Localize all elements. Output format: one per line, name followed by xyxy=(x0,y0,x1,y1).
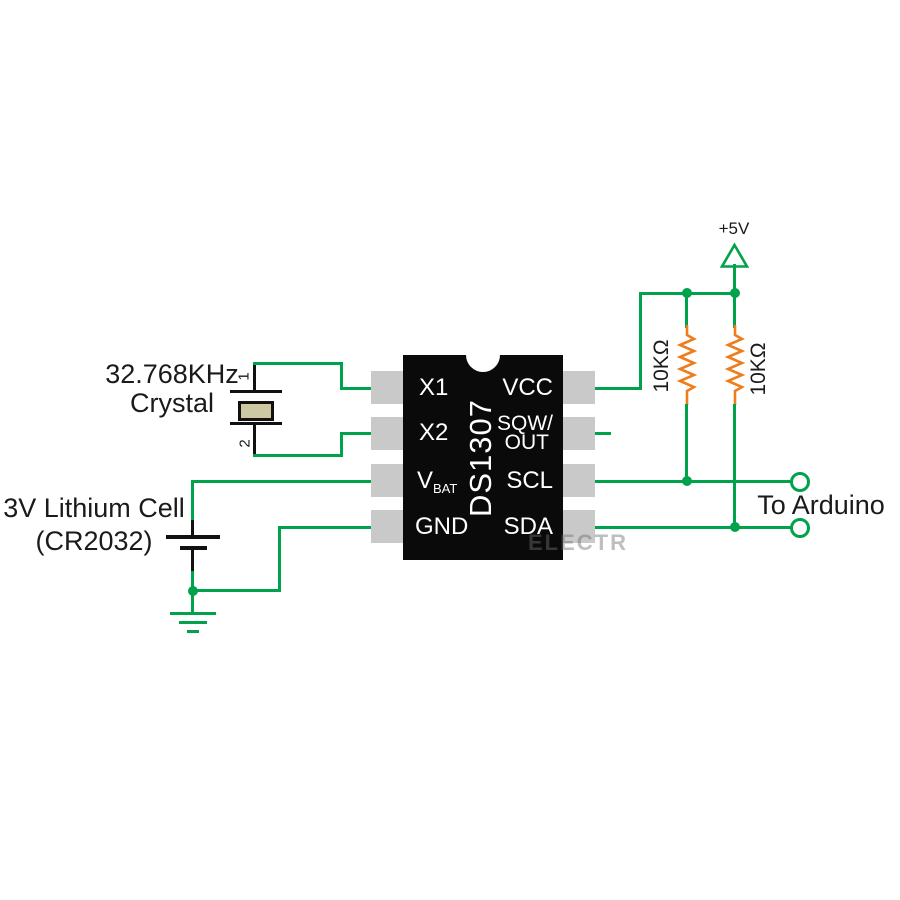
crystal-lead-top xyxy=(253,364,256,392)
crystal-plate-bottom xyxy=(230,422,282,425)
pad-sda xyxy=(561,510,595,543)
ic-pin-label-vbat: VBAT xyxy=(417,467,458,496)
ground-symbol-line3 xyxy=(187,630,199,633)
watermark: ELECTR xyxy=(528,530,628,555)
pad-x2 xyxy=(371,417,405,450)
wire-vcc-v xyxy=(639,292,642,390)
ic-notch xyxy=(466,338,500,372)
wire-crystal-x1-h2 xyxy=(340,387,373,390)
wire-sda-h xyxy=(595,526,791,529)
wire-battery-vbat-h xyxy=(191,480,373,483)
resistor2-value: 10KΩ xyxy=(747,342,770,396)
wire-crystal-x1-h1 xyxy=(253,362,343,365)
ic-pin-label-vbat-main: V xyxy=(417,467,434,494)
crystal-body xyxy=(238,401,274,421)
ic-pin-label-scl: SCL xyxy=(506,467,553,494)
resistor1-zigzag xyxy=(676,325,698,405)
wire-crystal-x1-v xyxy=(340,362,343,390)
wire-crystal-x2-h2 xyxy=(340,432,373,435)
battery-lead-bottom xyxy=(191,550,194,573)
wire-scl-h xyxy=(595,480,791,483)
wire-gnd-v xyxy=(278,526,281,592)
battery-label: 3V Lithium Cell (CR2032) xyxy=(0,492,196,558)
ground-symbol-line1 xyxy=(170,612,216,615)
ic-pin-label-sqw-out: SQW/ OUT xyxy=(453,412,553,454)
pad-x1 xyxy=(371,371,405,404)
crystal-label-line1: 32.768KHz xyxy=(105,359,239,389)
crystal-plate-top xyxy=(230,390,282,393)
wire-r1-top xyxy=(685,292,688,328)
supply-label: +5V xyxy=(718,219,750,238)
pad-scl xyxy=(561,464,595,497)
wire-r2-top xyxy=(733,292,736,328)
battery-label-line2: (CR2032) xyxy=(35,526,153,556)
ic-body xyxy=(403,355,563,560)
supply-arrow-icon xyxy=(719,242,750,268)
wire-sqw-stub xyxy=(595,432,611,435)
battery-plate-short xyxy=(180,546,207,550)
ic-pin-label-x1: X1 xyxy=(419,374,449,401)
resistor2-zigzag xyxy=(724,325,746,405)
to-arduino-label: To Arduino xyxy=(757,490,885,520)
crystal-label: 32.768KHz Crystal xyxy=(60,360,284,418)
ic-pin-label-vbat-sub: BAT xyxy=(433,481,458,496)
wire-r1-bottom xyxy=(685,404,688,483)
ic-pin-label-sda: SDA xyxy=(503,513,553,540)
crystal-pin1-number: 1 xyxy=(235,372,253,381)
ic-pin-label-sqw-line1: SQW/ xyxy=(497,412,553,435)
terminal-scl xyxy=(790,472,810,492)
ic-name: DS1307 xyxy=(463,398,498,518)
crystal-lead-bottom xyxy=(253,424,256,457)
pad-vbat xyxy=(371,464,405,497)
wire-gnd-h xyxy=(191,589,281,592)
terminal-sda xyxy=(790,518,810,538)
crystal-pin2-number: 2 xyxy=(236,439,254,448)
ground-symbol-line2 xyxy=(179,621,207,624)
wire-supply-stem xyxy=(733,264,736,294)
pad-gnd xyxy=(371,510,405,543)
ic-pin-label-sqw-line2: OUT xyxy=(504,431,549,454)
wire-crystal-x2-h1 xyxy=(253,454,343,457)
battery-plate-long xyxy=(166,535,220,539)
battery-label-line1: 3V Lithium Cell xyxy=(3,493,185,523)
wire-r2-bottom xyxy=(733,404,736,529)
pad-vcc xyxy=(561,371,595,404)
wire-battery-vbat-v xyxy=(191,480,194,522)
ic-pin-label-x2: X2 xyxy=(419,419,449,446)
junction-battery-ground xyxy=(188,586,198,596)
ic-pin-label-vcc: VCC xyxy=(502,374,553,401)
resistor1-value: 10KΩ xyxy=(650,339,673,393)
crystal-label-line2: Crystal xyxy=(129,388,214,418)
pad-sqw-out xyxy=(561,417,595,450)
wire-crystal-x2-v xyxy=(340,432,343,457)
wire-vcc-h xyxy=(595,387,642,390)
battery-lead-top xyxy=(191,520,194,537)
wire-gnd-to-pin-h xyxy=(278,526,373,529)
ic-pin-label-gnd: GND xyxy=(415,513,469,540)
